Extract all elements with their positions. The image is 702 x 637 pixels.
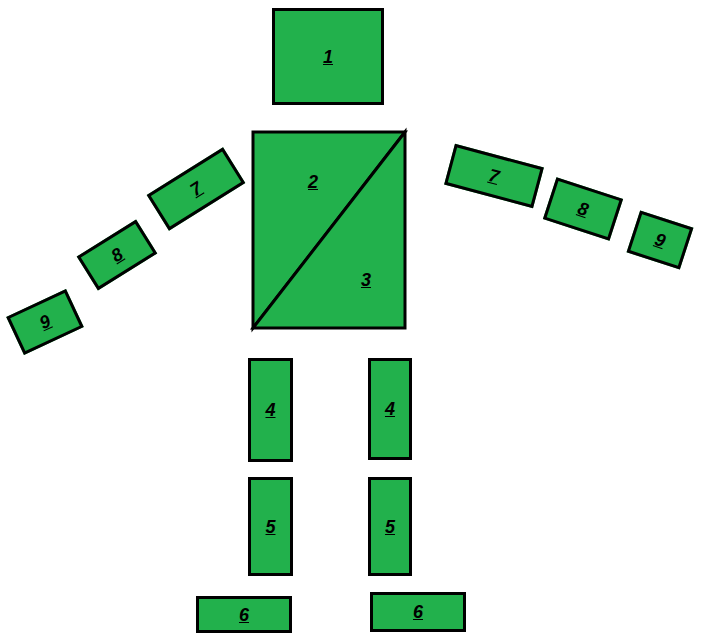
body-part-box: 9 xyxy=(627,210,694,269)
part-number: 4 xyxy=(265,401,275,419)
part-number: 8 xyxy=(575,199,590,219)
part-number: 7 xyxy=(487,166,501,186)
part-number: 4 xyxy=(385,400,395,418)
body-part-box: 5 xyxy=(368,477,412,576)
triangle-shape xyxy=(253,132,405,328)
triangle-shape xyxy=(253,132,405,328)
part-number: 7 xyxy=(187,179,205,200)
part-number: 6 xyxy=(239,606,249,624)
part-number: 8 xyxy=(108,245,126,266)
part-number: 9 xyxy=(652,230,667,250)
body-part-box: 4 xyxy=(368,358,412,460)
triangle-outline xyxy=(253,132,405,328)
body-part-box: 9 xyxy=(6,289,84,355)
body-part-box: 8 xyxy=(77,219,158,290)
body-part-box: 4 xyxy=(248,358,293,462)
part-number: 1 xyxy=(323,48,333,66)
part-number: 5 xyxy=(385,518,395,536)
part-number: 6 xyxy=(413,603,423,621)
body-part-box: 7 xyxy=(444,144,544,208)
part-number: 9 xyxy=(37,312,54,333)
part-number: 3 xyxy=(361,271,371,289)
body-part-box: 6 xyxy=(196,596,292,633)
body-part-box: 6 xyxy=(370,592,466,632)
body-part-box: 7 xyxy=(147,147,246,230)
body-part-box: 8 xyxy=(543,177,623,240)
part-number: 2 xyxy=(308,173,318,191)
body-part-box: 5 xyxy=(248,477,293,576)
part-number: 5 xyxy=(265,518,275,536)
body-part-box: 1 xyxy=(272,8,384,105)
body-part-triangle: 3 xyxy=(253,132,405,328)
